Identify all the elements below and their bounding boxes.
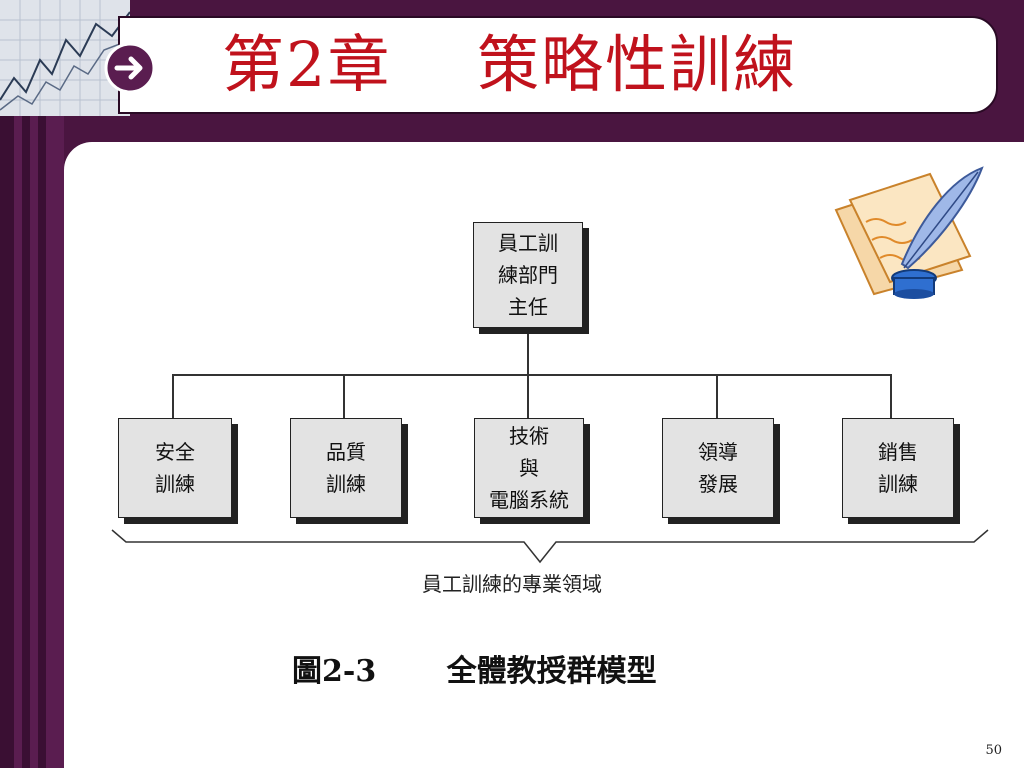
figure-caption: 圖2-3 全體教授群模型	[292, 654, 657, 689]
arrow-right-circle-icon	[104, 42, 156, 94]
root-connector	[527, 328, 529, 375]
child-connector	[716, 374, 718, 418]
page-number: 50	[985, 743, 1002, 758]
child-connector	[172, 374, 174, 418]
child-node: 品質 訓練	[290, 418, 402, 518]
left-stripes	[0, 0, 64, 768]
slide-title: 第2章 策略性訓練	[222, 28, 798, 101]
child-node: 安全 訓練	[118, 418, 232, 518]
child-node: 領導 發展	[662, 418, 774, 518]
quill-and-ink-clipart	[834, 166, 984, 299]
child-connector	[527, 374, 529, 418]
horizontal-connector	[172, 374, 892, 376]
child-connector	[890, 374, 892, 418]
brace-label: 員工訓練的專業領域	[422, 572, 602, 596]
grouping-brace	[111, 529, 989, 564]
child-node: 銷售 訓練	[842, 418, 954, 518]
title-bar	[118, 16, 998, 114]
child-connector	[343, 374, 345, 418]
child-node: 技術 與 電腦系統	[474, 418, 584, 518]
root-node: 員工訓 練部門 主任	[473, 222, 583, 328]
